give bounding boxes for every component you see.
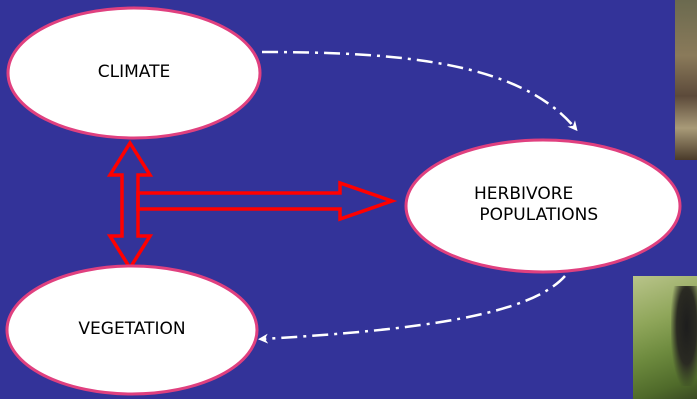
climate-label: CLIMATE (97, 62, 171, 82)
herbivore-animal-figure (671, 286, 697, 386)
herbivore-label-line2: POPULATIONS (474, 205, 599, 225)
climate-node (6, 6, 262, 140)
herbivore-photo-top (675, 0, 697, 160)
edge-link-to-herbivore-arrow (136, 180, 398, 222)
herbivore-label-line1: HERBIVORE (474, 184, 574, 204)
herbivore-node (404, 138, 682, 274)
edge-herbivore-to-vegetation (258, 275, 566, 344)
herbivore-photo-bottom (633, 276, 697, 399)
edge-climate-vegetation-arrow (106, 139, 154, 272)
vegetation-node (5, 264, 259, 396)
edge-climate-to-herbivore (261, 50, 578, 132)
vegetation-label: VEGETATION (78, 319, 186, 339)
